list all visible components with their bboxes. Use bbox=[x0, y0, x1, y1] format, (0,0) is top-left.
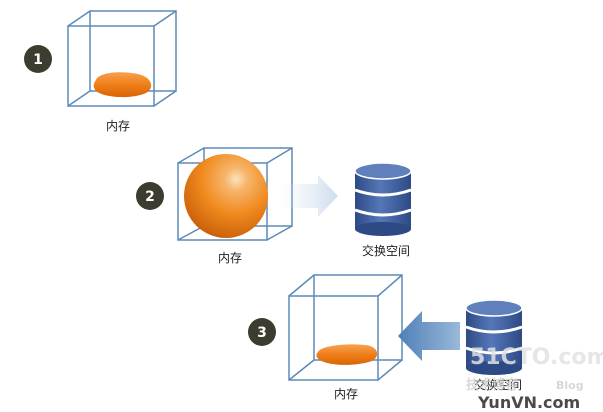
orange-blob-icon bbox=[316, 344, 378, 365]
watermark: 51CTO.com 技术博客 Blog YunVN.com bbox=[466, 345, 603, 412]
step-2-swap-label: 交换空间 bbox=[362, 243, 410, 258]
step-2-badge: 2 bbox=[136, 182, 164, 210]
transfer-arrow-icon bbox=[398, 311, 460, 361]
watermark-sub: 技术博客 bbox=[466, 377, 519, 393]
swap-database-icon bbox=[354, 162, 412, 236]
step-3-badge: 3 bbox=[248, 318, 276, 346]
step-1-badge: 1 bbox=[24, 45, 52, 73]
swap-database-icon bbox=[465, 299, 523, 375]
watermark-site: 51CTO.com bbox=[470, 345, 603, 370]
step-3-swap-label: 交换空间 bbox=[474, 377, 522, 392]
step-3: 3 内存 交换空间 bbox=[248, 274, 523, 401]
step-1: 1 内存 bbox=[24, 10, 177, 133]
memory-cube-icon bbox=[288, 274, 403, 381]
step-3-number: 3 bbox=[257, 325, 267, 341]
orange-sphere-icon bbox=[184, 154, 268, 238]
watermark-yun: YunVN.com bbox=[477, 393, 580, 412]
step-2-number: 2 bbox=[145, 189, 155, 205]
step-2: 2 内存 交换空间 bbox=[136, 147, 412, 265]
step-2-memory-label: 内存 bbox=[218, 251, 242, 265]
memory-cube-icon bbox=[67, 10, 177, 107]
orange-blob-icon bbox=[93, 72, 152, 98]
transfer-arrow-icon bbox=[280, 175, 338, 217]
step-3-memory-label: 内存 bbox=[334, 387, 358, 401]
step-1-number: 1 bbox=[33, 52, 43, 68]
watermark-blog: Blog bbox=[556, 379, 584, 392]
step-1-memory-label: 内存 bbox=[106, 119, 130, 133]
